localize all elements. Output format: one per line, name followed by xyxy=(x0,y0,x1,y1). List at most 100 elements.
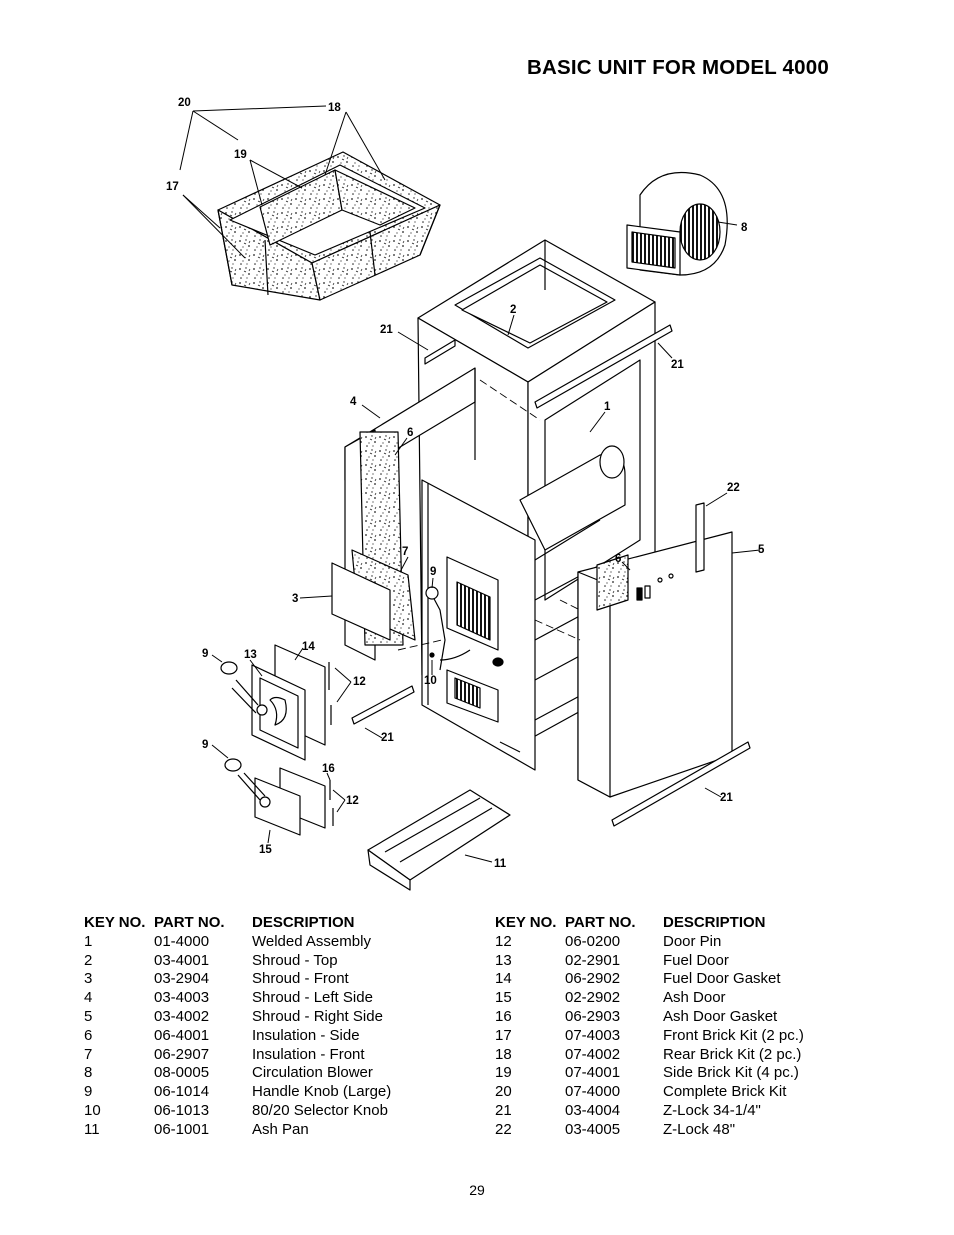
right-side-shroud xyxy=(577,531,733,798)
key-no: 14 xyxy=(495,970,512,988)
description: Circulation Blower xyxy=(252,1064,373,1082)
parts-row: 3 03-2904 Shroud - Front xyxy=(84,970,482,989)
callout-label: 1 xyxy=(604,401,611,413)
callout-label: 21 xyxy=(671,359,684,371)
part-no: 06-2903 xyxy=(565,1007,621,1025)
callout-label: 22 xyxy=(727,482,740,494)
parts-row: 9 06-1014 Handle Knob (Large) xyxy=(84,1083,482,1102)
description: Shroud - Right Side xyxy=(252,1007,383,1025)
description: Ash Door xyxy=(663,989,726,1007)
brick-kit-assembly xyxy=(217,151,441,301)
part-no: 06-1001 xyxy=(154,1120,210,1138)
callout-label: 12 xyxy=(346,795,359,807)
page-number: 29 xyxy=(469,1182,485,1198)
part-no: 03-4004 xyxy=(565,1101,621,1119)
key-no: 2 xyxy=(84,951,93,969)
key-no: 9 xyxy=(84,1083,93,1101)
alignment-lines xyxy=(397,379,581,651)
description: Z-Lock 34-1/4" xyxy=(663,1101,761,1119)
key-no: 21 xyxy=(495,1101,512,1119)
callout-label: 19 xyxy=(234,149,247,161)
part-no: 06-0200 xyxy=(565,932,621,950)
key-no: 17 xyxy=(495,1026,512,1044)
part-no: 01-4000 xyxy=(154,932,210,950)
description: Door Pin xyxy=(663,932,722,950)
callout-label: 11 xyxy=(494,858,507,870)
part-no: 03-2904 xyxy=(154,970,210,988)
part-no: 07-4001 xyxy=(565,1064,621,1082)
callout-label: 14 xyxy=(302,641,315,653)
part-no: 02-2901 xyxy=(565,951,621,969)
description: Handle Knob (Large) xyxy=(252,1083,392,1101)
key-no: 10 xyxy=(84,1101,101,1119)
key-no: 15 xyxy=(495,989,512,1007)
callout-label: 15 xyxy=(259,844,272,856)
parts-row: 12 06-0200 Door Pin xyxy=(495,933,893,952)
parts-row: 14 06-2902 Fuel Door Gasket xyxy=(495,970,893,989)
description: Complete Brick Kit xyxy=(663,1083,787,1101)
key-no: 6 xyxy=(84,1026,93,1044)
callout-label: 21 xyxy=(380,324,393,336)
callout-label: 13 xyxy=(244,649,257,661)
description: Rear Brick Kit (2 pc.) xyxy=(663,1045,802,1063)
key-no: 8 xyxy=(84,1064,93,1082)
parts-row: 1 01-4000 Welded Assembly xyxy=(84,933,482,952)
callout-label: 16 xyxy=(322,763,335,775)
key-no: 22 xyxy=(495,1120,512,1138)
callout-label: 21 xyxy=(381,732,394,744)
callout-label: 9 xyxy=(430,566,436,578)
callout-label: 7 xyxy=(402,546,408,558)
key-no: 5 xyxy=(84,1007,93,1025)
key-no: 19 xyxy=(495,1064,512,1082)
key-no: 4 xyxy=(84,989,93,1007)
part-no: 06-2907 xyxy=(154,1045,210,1063)
callout-label: 20 xyxy=(178,97,191,109)
diagram-callouts: 20 18 19 17 8 21 2 21 4 1 6 22 5 9 7 3 6… xyxy=(166,97,765,870)
callout-label: 9 xyxy=(202,648,208,660)
callout-label: 6 xyxy=(407,427,413,439)
callout-label: 17 xyxy=(166,181,179,193)
description: Front Brick Kit (2 pc.) xyxy=(663,1026,804,1044)
callout-label: 9 xyxy=(202,739,208,751)
description: Ash Door Gasket xyxy=(663,1007,778,1025)
part-no: 06-4001 xyxy=(154,1026,210,1044)
key-no: 13 xyxy=(495,951,512,969)
description: Welded Assembly xyxy=(252,932,371,950)
description: Shroud - Front xyxy=(252,970,349,988)
callout-label: 18 xyxy=(328,102,341,114)
parts-table-header: KEY NO. PART NO. DESCRIPTION xyxy=(495,914,893,933)
key-no: 12 xyxy=(495,932,512,950)
ash-door-assembly xyxy=(224,758,334,836)
parts-table-right: KEY NO. PART NO. DESCRIPTION 12 06-0200 Do… xyxy=(495,914,893,1140)
key-no: 3 xyxy=(84,970,93,988)
page-title: BASIC UNIT FOR MODEL 4000 xyxy=(527,56,829,79)
leader-lines xyxy=(179,105,761,863)
circulation-blower xyxy=(626,171,728,276)
header-key-no: KEY NO. xyxy=(495,914,557,931)
part-no: 06-1014 xyxy=(154,1083,210,1101)
part-no: 03-4003 xyxy=(154,989,210,1007)
part-no: 06-2902 xyxy=(565,970,621,988)
description: Z-Lock 48" xyxy=(663,1120,736,1138)
description: Shroud - Left Side xyxy=(252,989,373,1007)
part-no: 07-4002 xyxy=(565,1045,621,1063)
callout-label: 3 xyxy=(292,593,298,605)
part-no: 03-4005 xyxy=(565,1120,621,1138)
z-lock-strips xyxy=(351,324,751,827)
description: Shroud - Top xyxy=(252,951,338,969)
callout-label: 8 xyxy=(741,222,748,234)
part-no: 07-4003 xyxy=(565,1026,621,1044)
callout-label: 10 xyxy=(424,675,437,687)
description: Fuel Door Gasket xyxy=(663,970,781,988)
parts-row: 17 07-4003 Front Brick Kit (2 pc.) xyxy=(495,1027,893,1046)
key-no: 1 xyxy=(84,932,93,950)
parts-row: 4 03-4003 Shroud - Left Side xyxy=(84,989,482,1008)
